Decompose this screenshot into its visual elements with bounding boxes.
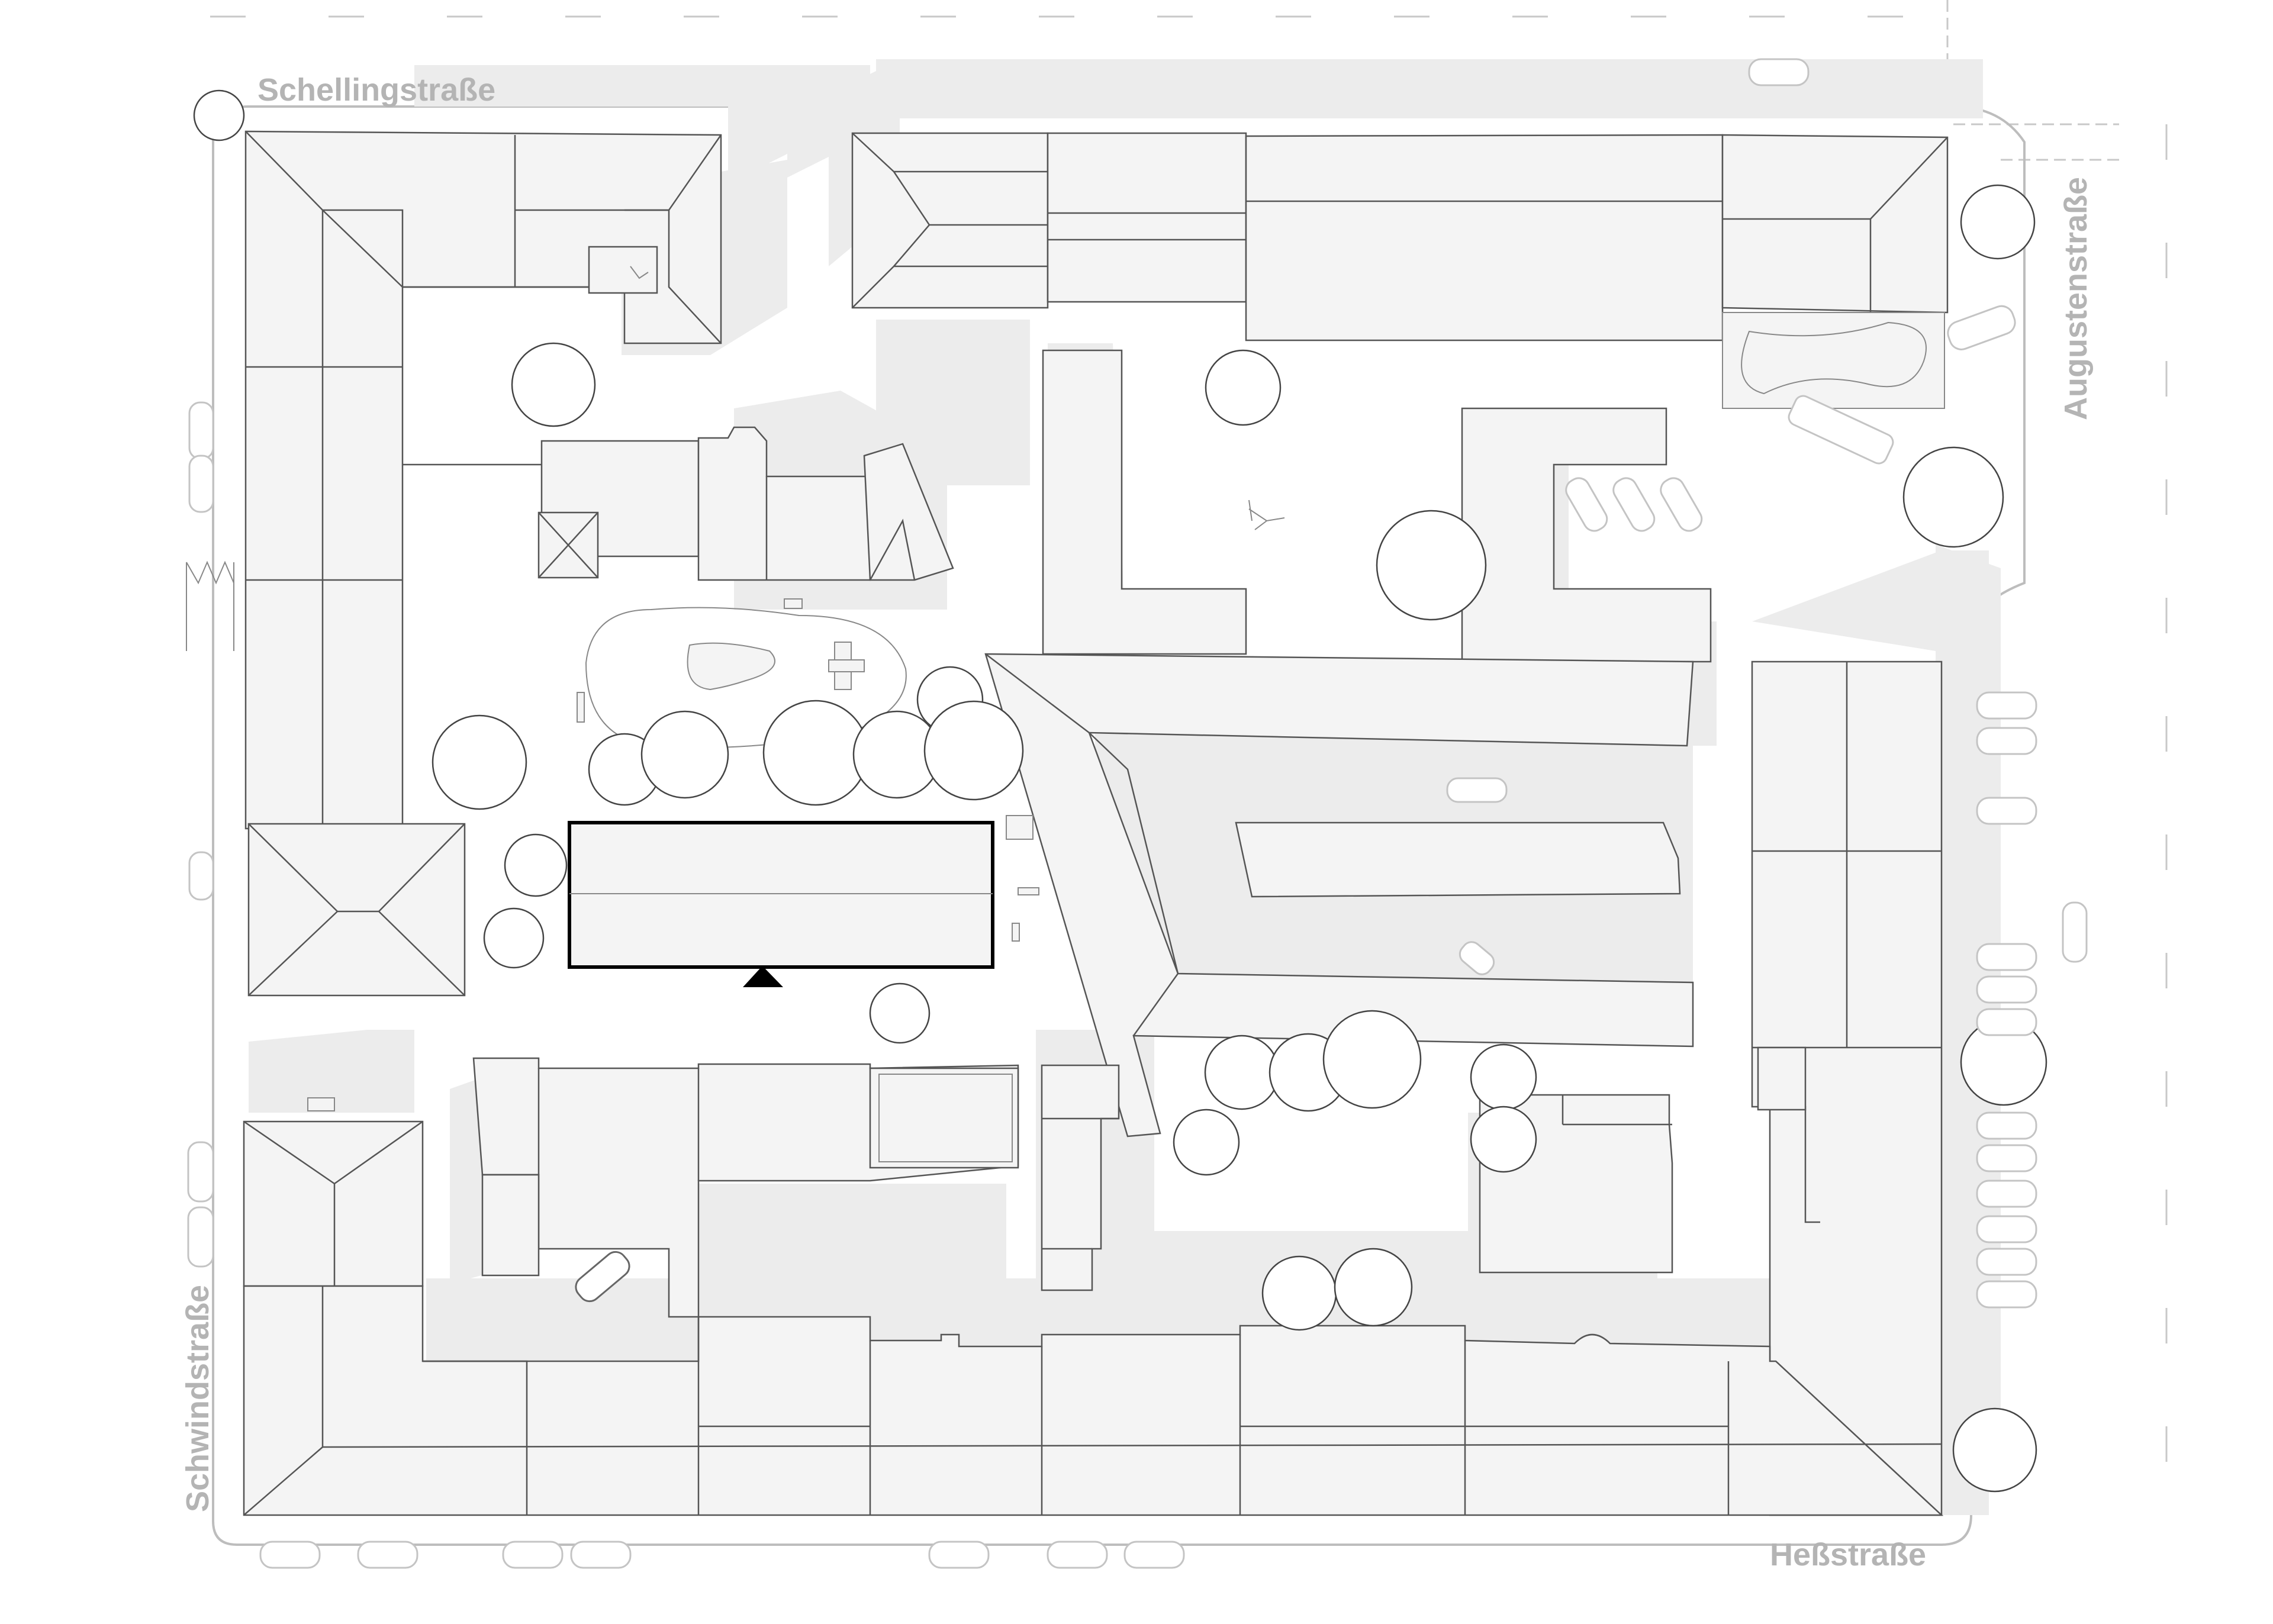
car — [575, 1251, 630, 1303]
tree — [1470, 1043, 1537, 1111]
car — [928, 1541, 990, 1569]
building-south-middle — [1041, 1064, 1120, 1291]
car — [188, 401, 214, 460]
car — [1976, 975, 2037, 1004]
parked-cars — [187, 58, 2088, 1569]
car — [188, 851, 214, 901]
tree — [1960, 184, 2036, 260]
car — [1047, 1541, 1108, 1569]
tree — [640, 710, 729, 799]
building-north-row-mid — [1047, 132, 1247, 303]
building-central-slab — [1235, 821, 1681, 898]
building-courtyard-box — [869, 1067, 1019, 1169]
car — [1976, 797, 2037, 825]
building-project-highlight[interactable] — [568, 821, 994, 969]
car — [1976, 1180, 2037, 1208]
car — [502, 1541, 564, 1569]
building-sw-hip — [243, 1120, 424, 1287]
bench — [1012, 923, 1020, 942]
car — [570, 1541, 632, 1569]
car — [1976, 943, 2037, 971]
street-label-schellingstrasse: Schellingstraße — [257, 72, 495, 108]
street-label-augustenstrasse: Augustenstraße — [2058, 177, 2094, 420]
street-furniture — [186, 266, 1285, 1111]
building-north-middle-annex — [697, 426, 871, 581]
tree — [762, 700, 869, 806]
street-label-hessstrasse: Heßstraße — [1770, 1537, 1926, 1573]
entrance-marker — [743, 966, 783, 987]
tree — [483, 907, 545, 969]
tree — [1322, 1010, 1422, 1109]
tree — [1261, 1255, 1337, 1331]
tree — [1334, 1248, 1413, 1327]
bench — [577, 692, 585, 723]
tree — [432, 714, 527, 810]
car — [1446, 777, 1508, 803]
car — [259, 1541, 321, 1569]
car — [1976, 691, 2037, 720]
playground-enclosure-ne — [1722, 312, 1945, 409]
car — [1976, 1280, 2037, 1309]
car — [1459, 941, 1495, 975]
car — [1612, 477, 1656, 532]
car — [1947, 305, 2016, 350]
building-central-y-block — [984, 653, 1694, 1138]
car — [1976, 1008, 2037, 1036]
car — [1788, 395, 1894, 465]
bench — [1006, 815, 1034, 840]
car — [357, 1541, 418, 1569]
tree — [511, 342, 596, 427]
trees — [193, 89, 2047, 1493]
bench — [1018, 887, 1039, 895]
car — [1976, 1111, 2037, 1140]
car — [1976, 1215, 2037, 1243]
car — [187, 1206, 214, 1268]
building-north-row-west — [851, 132, 1049, 309]
central-playground — [585, 607, 907, 748]
tree — [869, 982, 931, 1044]
tree — [923, 700, 1024, 801]
car — [2062, 901, 2088, 963]
bench — [307, 1097, 335, 1111]
car — [1123, 1541, 1185, 1569]
tree — [193, 89, 245, 141]
block-curb — [212, 105, 2026, 1546]
building-east-middle-wing — [1461, 407, 1712, 663]
car — [1976, 1144, 2037, 1172]
tree — [1376, 510, 1487, 621]
car — [1660, 477, 1703, 532]
tree — [1952, 1407, 2037, 1493]
car — [1565, 477, 1608, 532]
tree — [1902, 446, 2004, 548]
building-north-middle-slanted — [863, 443, 954, 581]
car — [188, 455, 214, 513]
tree — [1205, 349, 1282, 426]
bench — [784, 598, 803, 609]
tree — [504, 833, 568, 897]
building-east-annex — [1757, 1046, 1807, 1111]
building-south-small-annex — [481, 1174, 540, 1277]
building-north-row-east — [1721, 134, 1949, 314]
street-label-schwindstrasse: Schwindstraße — [180, 1285, 215, 1512]
tree — [1204, 1035, 1280, 1110]
tree — [1470, 1106, 1537, 1173]
building-north-row-long — [1245, 134, 1724, 341]
car — [1748, 58, 1810, 86]
car — [187, 1141, 214, 1203]
car — [1976, 1248, 2037, 1276]
tree — [1173, 1109, 1240, 1176]
building-west-pavilion — [247, 823, 466, 997]
building-south-row — [243, 1285, 1944, 1516]
building-stair-tower — [588, 246, 658, 294]
car — [1976, 727, 2037, 755]
buildings — [243, 130, 1949, 1516]
